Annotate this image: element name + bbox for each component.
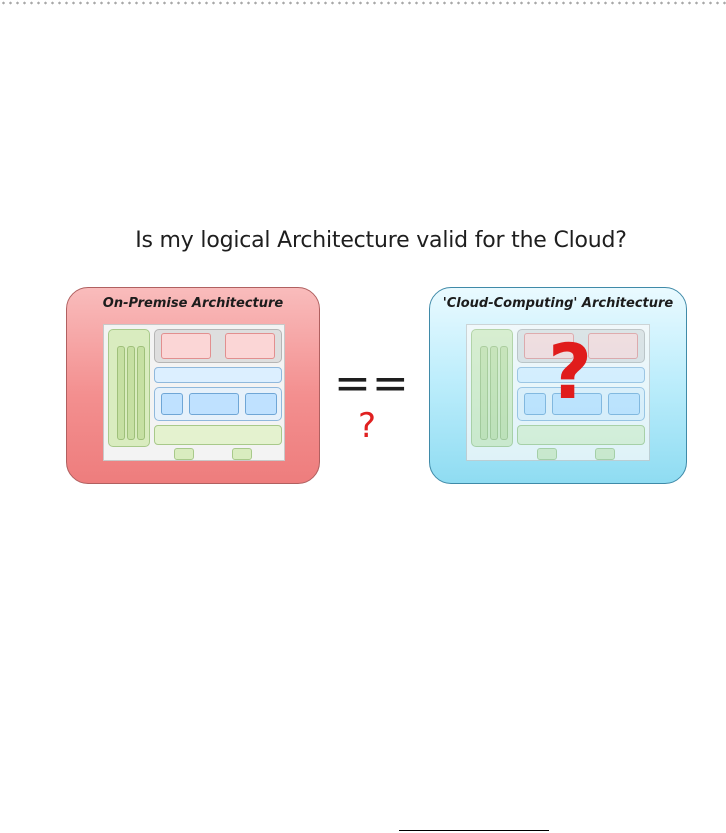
domain-services-box	[552, 393, 602, 415]
domain-services-box	[189, 393, 239, 415]
cross-cutting-bar	[127, 346, 135, 440]
on-premise-panel: On-Premise Architecture	[66, 287, 320, 484]
infrastructure-layer-box	[517, 425, 645, 445]
on-premise-panel-title: On-Premise Architecture	[102, 296, 284, 311]
cloud-computing-panel-title: 'Cloud-Computing' Architecture	[442, 296, 674, 311]
application-layer-box	[154, 367, 282, 383]
data-source-box	[174, 448, 194, 460]
cross-cutting-bar	[500, 346, 508, 440]
slide-title: Is my logical Architecture valid for the…	[135, 228, 627, 253]
external-services-box	[232, 448, 252, 460]
footnote-separator	[399, 830, 549, 831]
domain-layer-box	[517, 387, 645, 421]
cross-cutting-bar	[490, 346, 498, 440]
data-source-box	[537, 448, 557, 460]
presentation-client-box	[161, 333, 211, 359]
on-premise-architecture-diagram	[103, 324, 285, 461]
domain-entity-box	[524, 393, 546, 415]
cross-cutting-column	[471, 329, 513, 447]
domain-workflow-box	[608, 393, 640, 415]
domain-workflow-box	[245, 393, 277, 415]
presentation-client-box	[524, 333, 574, 359]
cloud-architecture-diagram	[466, 324, 650, 461]
presentation-layer-box	[517, 329, 645, 363]
domain-entity-box	[161, 393, 183, 415]
page-top-dotted-rule	[0, 0, 726, 6]
cross-cutting-bar	[480, 346, 488, 440]
external-services-box	[595, 448, 615, 460]
cross-cutting-bar	[137, 346, 145, 440]
cross-cutting-bar	[117, 346, 125, 440]
cross-cutting-column	[108, 329, 150, 447]
application-layer-box	[517, 367, 645, 383]
presentation-layer-box	[154, 329, 282, 363]
presentation-client-box	[588, 333, 638, 359]
slide-figure: Is my logical Architecture valid for the…	[66, 214, 696, 494]
cloud-question-mark: ?	[548, 327, 593, 416]
infrastructure-layer-box	[154, 425, 282, 445]
domain-layer-box	[154, 387, 282, 421]
cloud-computing-panel: 'Cloud-Computing' Architecture ?	[429, 287, 687, 484]
presentation-client-box	[225, 333, 275, 359]
equality-question-mark: ?	[358, 406, 377, 446]
equality-operator: ==	[334, 358, 410, 409]
